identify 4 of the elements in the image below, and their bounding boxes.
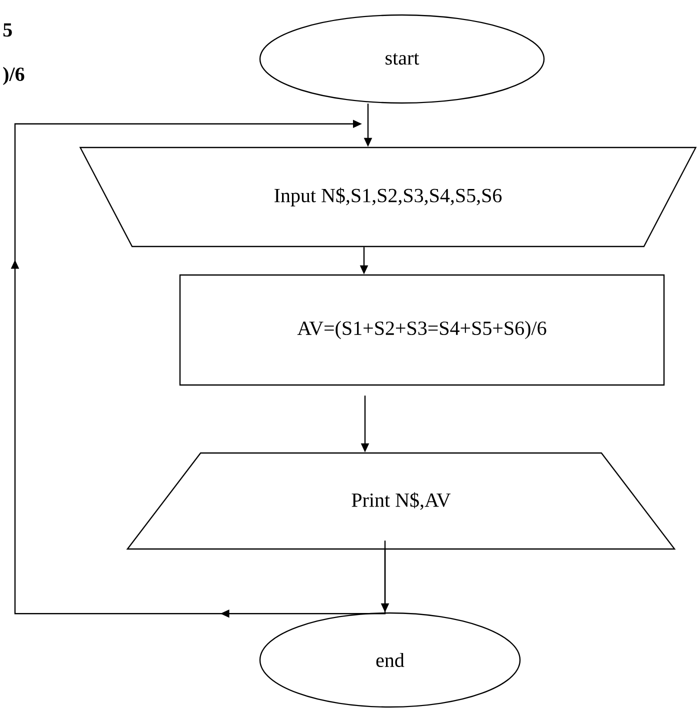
fragment-text: 5 <box>3 23 12 37</box>
process-box: AV=(S1+S2+S3=S4+S5+S6)/6 <box>179 274 665 386</box>
fragment-text: )/6 <box>3 66 24 86</box>
arrow <box>10 120 386 618</box>
